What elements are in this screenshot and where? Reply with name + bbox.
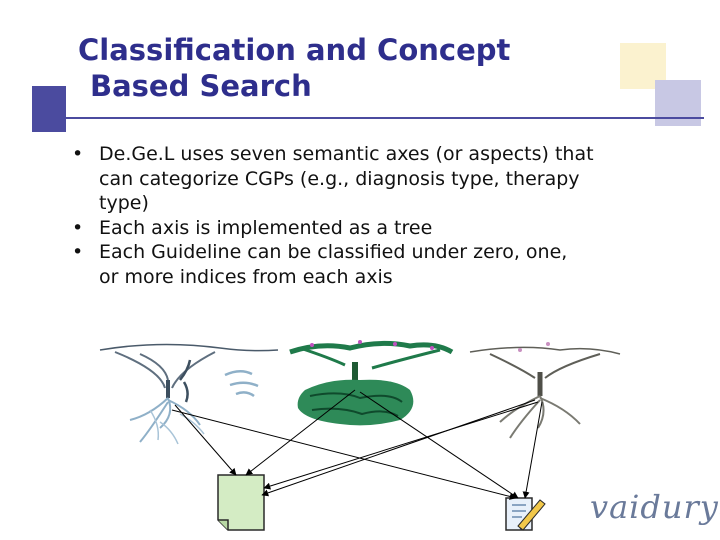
bullet-line: De.Ge.L uses seven semantic axes (or asp… <box>99 143 594 165</box>
bullet-marker: • <box>72 216 84 239</box>
bullet-line: Each Guideline can be classified under z… <box>99 241 568 263</box>
bullet-item: • Each Guideline can be classified under… <box>72 240 672 289</box>
title-underline <box>32 117 704 119</box>
tree-green-icon <box>289 340 454 426</box>
bullet-marker: • <box>72 241 84 263</box>
decor-square-lavender <box>655 80 701 126</box>
tree-blue-icon <box>99 343 279 445</box>
vaidurya-logo: vaidurya <box>590 488 720 526</box>
slide-title: Classification and Concept Based Search <box>78 32 510 104</box>
tree-grey-icon <box>469 342 621 439</box>
classification-arrows <box>171 389 543 500</box>
slide-title-line-1: Classification and Concept <box>78 33 511 67</box>
bullet-marker: • <box>72 143 84 165</box>
slide-title-line-2: Based Search <box>90 69 312 103</box>
bullet-line: or more indices from each axis <box>99 265 393 288</box>
bullet-item: • De.Ge.L uses seven semantic axes (or a… <box>72 142 672 216</box>
axes-trees-diagram <box>99 340 621 531</box>
bullet-list: • De.Ge.L uses seven semantic axes (or a… <box>72 142 672 289</box>
document-icon <box>217 474 265 531</box>
notepad-pencil-icon <box>505 497 546 531</box>
decor-square-blue <box>32 86 66 132</box>
bullet-line: Each axis is implemented as a tree <box>99 216 433 239</box>
bullet-item: • Each axis is implemented as a tree <box>72 216 672 241</box>
bullet-line: type) <box>99 192 149 214</box>
bullet-line: can categorize CGPs (e.g., diagnosis typ… <box>99 167 580 190</box>
